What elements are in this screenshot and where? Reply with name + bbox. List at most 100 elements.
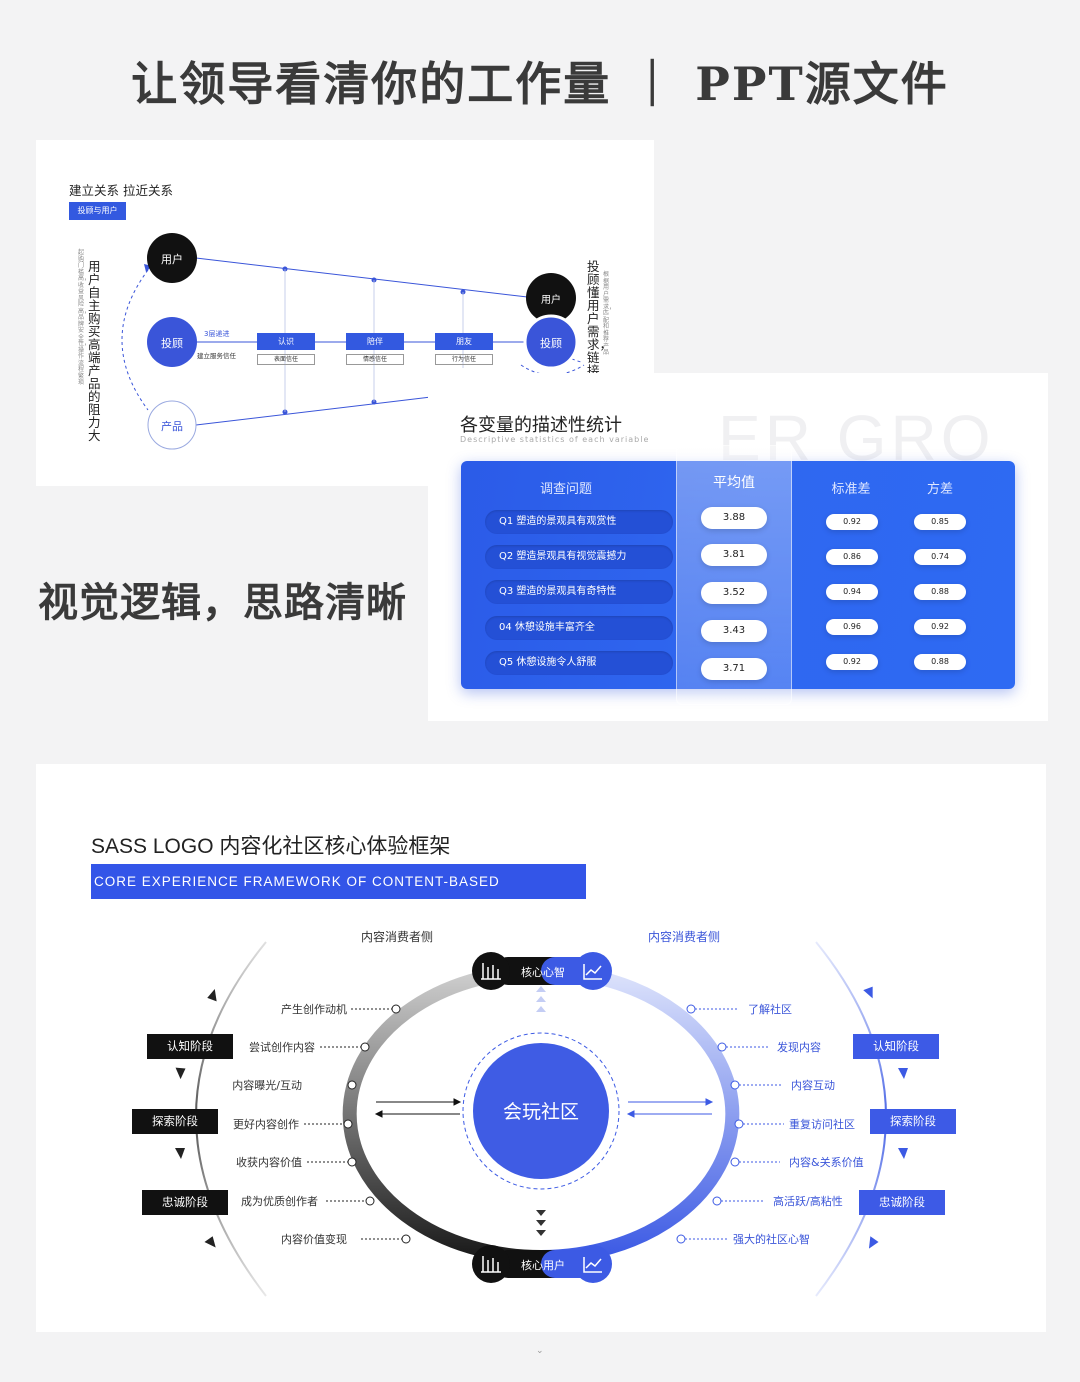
node-user-right-label: 用户	[541, 295, 561, 306]
top-line	[195, 257, 537, 299]
mean-value-4: 3.43	[701, 620, 767, 642]
slide1-right-vertical-title: 投顾懂用户需求，链接	[587, 259, 613, 378]
step-2-label: 陪伴	[346, 333, 404, 350]
center-label: 会玩社区	[502, 1101, 579, 1123]
question-row-1: Q1 塑造的景观具有观赏性	[485, 510, 673, 534]
tagline: 视觉逻辑，思路清晰	[38, 579, 407, 626]
bottom-node-chart-icon	[472, 1245, 510, 1283]
right-item-6: 高活跃/高粘性	[773, 1195, 843, 1208]
step-3-label: 朋友	[435, 333, 493, 350]
sd-value-3: 0.94	[826, 584, 878, 600]
mean-value-1: 3.88	[701, 507, 767, 529]
var-value-3: 0.88	[914, 584, 966, 600]
mean-value-3: 3.52	[701, 582, 767, 604]
left-item-6: 成为优质创作者	[241, 1195, 318, 1208]
slide-relationship: 建立关系 拉近关系 投顾与用户 用户自主购买高端产品的阻力大 起购门槛高，收益风…	[36, 140, 654, 486]
step-3-sub: 行为信任	[435, 354, 493, 365]
right-item-5: 内容&关系价值	[789, 1156, 864, 1169]
left-connectors	[304, 1004, 411, 1244]
slide1-tag: 投顾与用户	[69, 202, 126, 220]
slide1-left-vertical-title: 用户自主购买高端产品的阻力大	[88, 259, 101, 443]
outer-left-arrow-2	[175, 1067, 186, 1080]
right-stage-loyalty: 忠诚阶段	[859, 1190, 945, 1215]
left-side-title: 内容消费者侧	[361, 930, 434, 944]
outer-left-arrow-1	[207, 988, 217, 1002]
bottom-node-label: 核心用户	[521, 1259, 565, 1272]
outer-right-arrow-3	[898, 1148, 908, 1159]
right-stage-exploration: 探索阶段	[870, 1109, 956, 1134]
node-product	[147, 400, 197, 450]
mean-value-5: 3.71	[701, 658, 767, 680]
var-value-1: 0.85	[914, 514, 966, 530]
left-item-3: 内容曝光/互动	[232, 1079, 302, 1092]
slide3-banner: CORE EXPERIENCE FRAMEWORK OF CONTENT-BAS…	[91, 864, 586, 924]
slide-community-framework: SASS LOGO 内容化社区核心体验框架 CORE EXPERIENCE FR…	[36, 764, 1046, 1332]
right-item-7: 强大的社区心智	[733, 1233, 810, 1246]
slide2-subtitle: Descriptive statistics of each variable	[460, 435, 650, 444]
sd-value-4: 0.96	[826, 619, 878, 635]
outer-right-arrow-4	[868, 1236, 879, 1249]
node-advisor-right-label: 投顾	[540, 337, 562, 350]
bar-icon-glyphs	[481, 963, 602, 1273]
top-chevrons	[536, 986, 546, 1012]
right-item-2: 发现内容	[777, 1041, 821, 1054]
left-inner-arrows	[374, 1098, 462, 1118]
step-2-sub: 情感信任	[346, 354, 404, 365]
slide3-title: SASS LOGO 内容化社区核心体验框架	[91, 835, 451, 858]
question-row-4: 04 休憩设施丰富齐全	[485, 616, 673, 640]
sd-value-5: 0.92	[826, 654, 878, 670]
left-item-1: 产生创作动机	[281, 1003, 347, 1016]
node-user-left	[147, 233, 197, 283]
header-var: 方差	[926, 482, 953, 497]
slide1-title: 建立关系 拉近关系	[69, 183, 173, 198]
node-advisor-left-label: 投顾	[161, 337, 183, 350]
slide-statistics: ER GRO 各变量的描述性统计 Descriptive statistics …	[428, 373, 1048, 721]
top-node-chart-icon	[472, 952, 510, 990]
left-item-5: 收获内容价值	[236, 1156, 302, 1169]
question-row-5: Q5 休憩设施令人舒服	[485, 651, 673, 675]
relationship-diagram	[121, 233, 585, 450]
left-arc-connector	[121, 269, 149, 411]
left-item-2: 尝试创作内容	[249, 1041, 315, 1054]
node-user-left-label: 用户	[161, 253, 183, 266]
mean-value-2: 3.81	[701, 544, 767, 566]
right-connectors	[676, 1004, 784, 1244]
left-item-4: 更好内容创作	[233, 1118, 299, 1131]
var-value-2: 0.74	[914, 549, 966, 565]
right-item-3: 内容互动	[791, 1079, 835, 1092]
question-row-2: Q2 塑造景观具有视觉震撼力	[485, 545, 673, 569]
right-item-1: 了解社区	[748, 1003, 792, 1016]
footer-mark: ⌄	[536, 1346, 544, 1356]
slide1-right-vertical-note: 根据用户需求，匹配和推荐产品	[603, 271, 616, 356]
node-product-label: 产品	[161, 420, 183, 433]
bottom-chevrons	[536, 1210, 546, 1236]
outer-right-arrow-2	[898, 1068, 908, 1079]
ring-left-half	[342, 964, 542, 1264]
channel-sub: 建立服务信任	[197, 352, 236, 360]
sd-value-1: 0.92	[826, 514, 878, 530]
top-node-label: 核心心智	[521, 966, 565, 979]
node-advisor-left	[147, 317, 197, 367]
header-sd: 标准差	[831, 482, 871, 497]
header-question: 调查问题	[539, 482, 592, 497]
right-side-title: 内容消费者侧	[648, 930, 721, 944]
header-mean: 平均值	[713, 475, 755, 491]
sd-value-2: 0.86	[826, 549, 878, 565]
channel-label: 3层递进	[204, 330, 230, 338]
node-advisor-right	[523, 314, 579, 370]
slide1-left-vertical-note: 起购门槛高，收益风险高，品牌安全性，操作流程繁琐	[78, 249, 91, 386]
bottom-line	[195, 396, 432, 426]
step-1-label: 认识	[257, 333, 315, 350]
var-value-4: 0.92	[914, 619, 966, 635]
left-stage-awareness: 认知阶段	[147, 1034, 233, 1059]
outer-right-arrow-1	[863, 986, 873, 999]
page-title: 让领导看清你的工作量 ｜ PPT源文件	[131, 57, 949, 111]
left-stage-loyalty: 忠诚阶段	[142, 1190, 228, 1215]
ring-right-half	[540, 964, 740, 1264]
right-inner-arrows	[626, 1098, 714, 1118]
left-item-7: 内容价值变现	[281, 1233, 347, 1246]
center-dashed-ring	[462, 1032, 620, 1190]
var-value-5: 0.88	[914, 654, 966, 670]
right-stage-awareness: 认知阶段	[853, 1034, 939, 1059]
node-user-right	[526, 273, 576, 323]
